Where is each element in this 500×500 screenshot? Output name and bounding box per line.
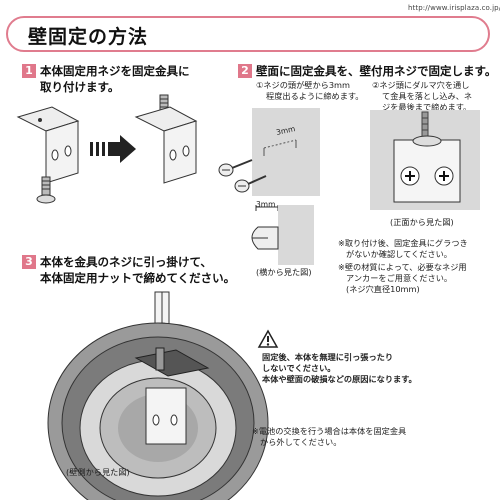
note-2-line1: ②ネジ頭にダルマ穴を通し [372,80,470,90]
step-3-number: 3 [22,255,36,269]
title-banner [6,16,490,52]
remark-1-line2: がないか確認してください。 [346,249,452,259]
step-1-illustration [16,94,198,204]
screw-icon [36,176,56,204]
warning-text: 固定後、本体を無理に引っ張ったり しないでください。 本体や壁面の破損などの原因… [262,352,417,385]
arrow-right-icon [90,135,136,163]
step-1-number: 1 [22,64,36,78]
wall-screw-icon [234,175,267,193]
warning-icon [257,329,279,348]
step-1-line1: 本体固定用ネジを固定金具に [40,64,190,78]
warning-line2: しないでください。 [262,363,336,373]
remark-1: ※取り付け後、固定金具にグラつき がないか確認してください。 [338,238,468,260]
remark-2-line3: (ネジ穴直径10mm) [346,284,420,294]
site-url: http://www.irisplaza.co.jp/ [408,4,500,12]
battery-note: ※電池の交換を行う場合は本体を固定金具 から外してください。 [252,426,406,448]
step-2-note-1: ①ネジの頭が壁から3mm 程度出るように締めます。 [256,80,363,102]
step-1-line2: 取り付けます。 [40,80,120,94]
wall-side-caption: (壁側から見た図) [66,467,130,477]
wall-screw-illustration [218,108,320,196]
warning-line1: 固定後、本体を無理に引っ張ったり [262,352,394,362]
step-1-text: 本体固定用ネジを固定金具に 取り付けます。 [40,63,190,95]
note-2-line3: ジを最後まで締めます。 [382,102,472,112]
battery-note-line1: ※電池の交換を行う場合は本体を固定金具 [252,426,407,436]
remark-2: ※壁の材質によって、必要なネジ用 アンカーをご用意ください。 (ネジ穴直径10m… [338,262,467,295]
page-title: 壁固定の方法 [28,26,149,48]
plus-screw-icon [405,171,415,181]
note-1-line2: 程度出るように締めます。 [266,91,364,101]
plus-screw-icon [439,171,449,181]
remark-1-line1: ※取り付け後、固定金具にグラつき [338,238,468,248]
note-2-line2: て金具を落とし込み、ネ [382,91,473,101]
wall-screw-icon [218,159,253,177]
note-1-line1: ①ネジの頭が壁から3mm [256,80,351,90]
side-view-caption: (横から見た図) [256,267,312,277]
step-3-text: 本体を金具のネジに引っ掛けて、 本体固定用ナットで締めてください。 [40,254,235,286]
front-view-caption: (正面から見た図) [390,217,454,227]
bracket-right-icon [134,94,198,184]
step-3-line2: 本体固定用ナットで締めてください。 [40,271,236,285]
remark-2-line2: アンカーをご用意ください。 [346,273,453,283]
device-wall-side-illustration [47,322,269,500]
warning-line3: 本体や壁面の破損などの原因になります。 [262,374,417,384]
dimension-3mm-side: 3mm [256,200,276,209]
step-2-text: 壁面に固定金具を、壁付用ネジで固定します。 [256,64,497,78]
side-view-illustration [251,205,314,265]
remark-2-line1: ※壁の材質によって、必要なネジ用 [338,262,467,272]
step-3-line1: 本体を金具のネジに引っ掛けて、 [40,255,212,269]
bracket-left-icon [16,106,80,184]
step-2-number: 2 [238,64,252,78]
front-view-illustration [370,110,480,210]
step-2-note-2: ②ネジ頭にダルマ穴を通し て金具を落とし込み、ネ ジを最後まで締めます。 [372,80,472,113]
battery-note-line2: から外してください。 [260,437,342,447]
